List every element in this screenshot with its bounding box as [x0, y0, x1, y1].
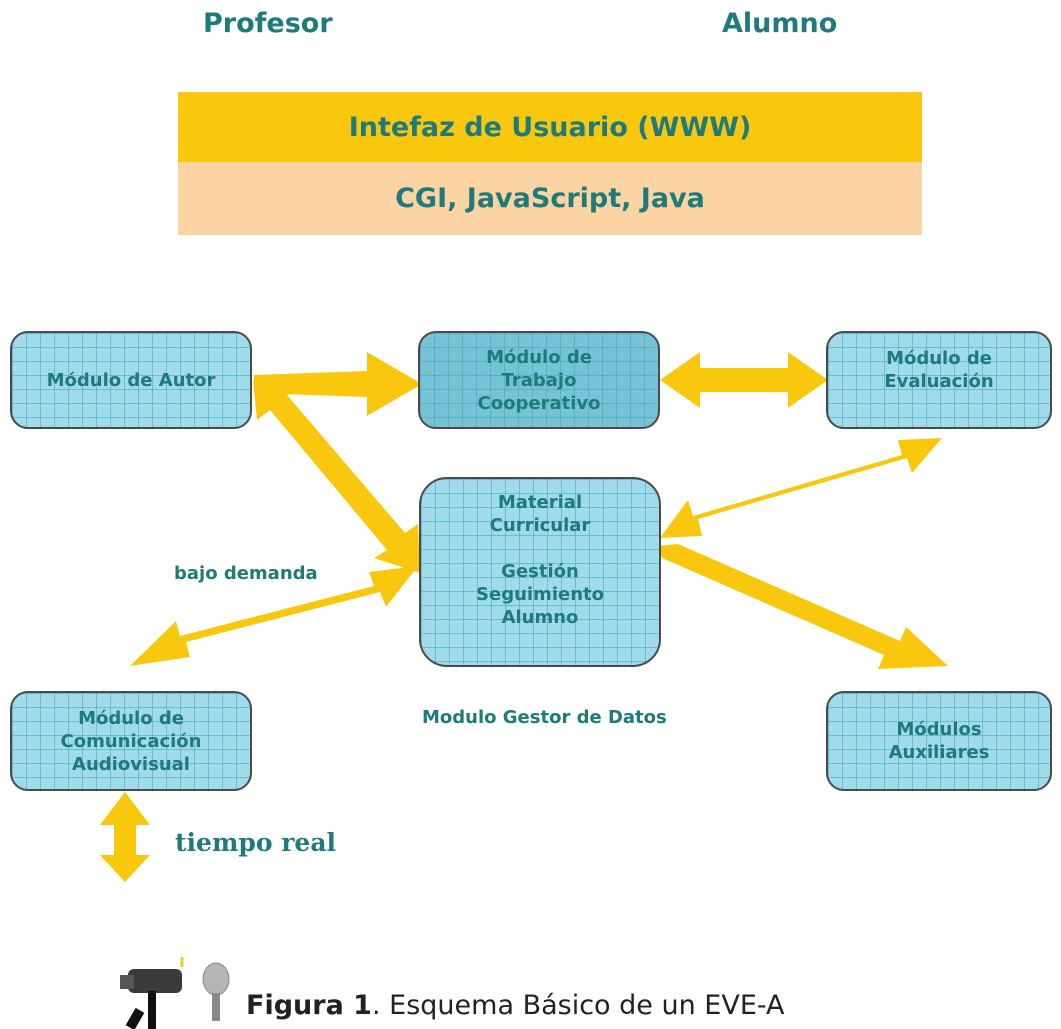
arrow-gestor-comunicacion	[130, 566, 418, 666]
figure-caption-number: Figura 1	[246, 990, 372, 1021]
modulos-auxiliares-line2: Auxiliares	[888, 742, 990, 763]
modulo-evaluacion-line1: Módulo de	[886, 348, 992, 369]
gestor-line4: Seguimiento	[476, 584, 604, 605]
profesor-label: Profesor	[203, 8, 333, 39]
modulos-auxiliares: Módulos Auxiliares	[826, 691, 1052, 791]
modulo-autor: Módulo de Autor	[10, 331, 252, 429]
interface-layer-label: Intefaz de Usuario (WWW)	[348, 111, 752, 143]
gestor-datos-label: Modulo Gestor de Datos	[422, 707, 667, 728]
arrow-gestor-evaluacion	[660, 438, 942, 538]
modulo-evaluacion: Módulo de Evaluación	[826, 331, 1052, 429]
gestor-line2: Curricular	[489, 515, 591, 536]
alumno-label: Alumno	[722, 8, 838, 39]
bajo-demanda-label: bajo demanda	[174, 563, 318, 584]
tiempo-real-label: tiempo real	[175, 828, 337, 857]
arrow-autor-gestor	[253, 380, 420, 573]
modulo-gestor-datos-box: Material Curricular Gestión Seguimiento …	[419, 477, 661, 667]
arrow-gestor-auxiliares	[658, 544, 948, 669]
gestor-line3: Gestión	[501, 561, 579, 582]
modulo-evaluacion-line2: Evaluación	[884, 371, 994, 392]
modulo-cooperativo-line3: Cooperativo	[477, 392, 601, 414]
gestor-line1: Material	[497, 492, 583, 513]
modulo-comunicacion-line3: Audiovisual	[72, 753, 190, 775]
camera-microphone-icon	[100, 955, 240, 1029]
arrow-tiempo-real	[100, 792, 150, 882]
modulo-cooperativo-line1: Módulo de	[486, 346, 592, 368]
figure-caption-text: . Esquema Básico de un EVE-A	[371, 990, 785, 1021]
tech-layer: CGI, JavaScript, Java	[178, 162, 922, 235]
figure-caption: Figura 1. Esquema Básico de un EVE-A	[246, 990, 785, 1021]
gestor-line5: Alumno	[501, 607, 579, 628]
interface-layer: Intefaz de Usuario (WWW)	[178, 92, 922, 162]
arrow-cooperativo-evaluacion	[660, 352, 828, 408]
modulo-comunicacion-audiovisual: Módulo de Comunicación Audiovisual	[10, 691, 252, 791]
modulo-autor-label: Módulo de Autor	[46, 369, 216, 391]
modulos-auxiliares-line1: Módulos	[896, 719, 982, 740]
modulo-trabajo-cooperativo: Módulo de Trabajo Cooperativo	[418, 331, 660, 429]
modulo-comunicacion-line1: Módulo de	[78, 707, 184, 729]
modulo-comunicacion-line2: Comunicación	[60, 730, 202, 752]
modulo-cooperativo-line2: Trabajo	[501, 369, 577, 391]
arrow-autor-cooperativo	[254, 352, 422, 416]
tech-layer-label: CGI, JavaScript, Java	[395, 183, 705, 214]
